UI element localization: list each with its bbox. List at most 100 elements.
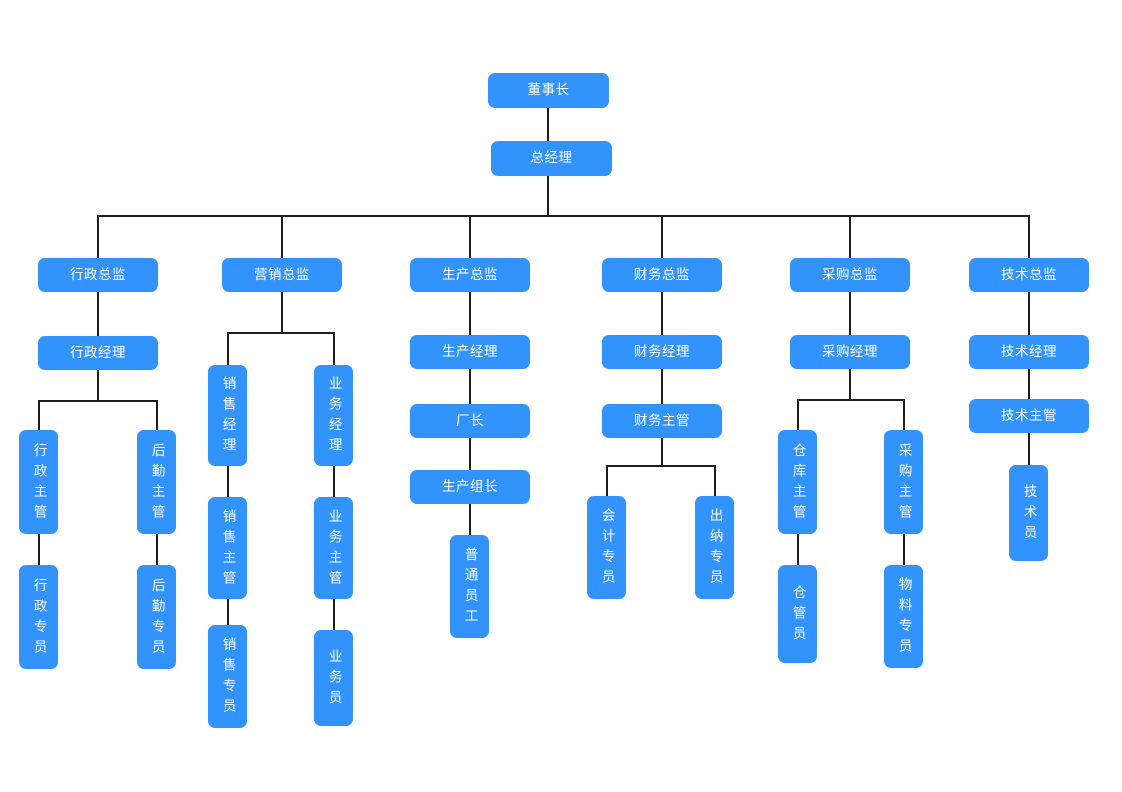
node-label: 财务经理	[634, 343, 690, 360]
edge-bus-admin	[97, 215, 99, 259]
node-finance-manager[interactable]: 财务经理	[602, 335, 722, 369]
node-label: 财务主管	[634, 412, 690, 429]
node-finance-director[interactable]: 财务总监	[602, 258, 722, 292]
edge-admin-bus-logsup	[156, 400, 158, 430]
node-label: 行政经理	[70, 344, 126, 361]
node-label: 采购经理	[822, 343, 878, 360]
node-label: 行政专员	[30, 577, 47, 660]
edge-whsup-whkeeper	[797, 533, 799, 566]
node-factory-head[interactable]: 厂长	[410, 404, 530, 438]
node-sales-specialist[interactable]: 销售专员	[208, 625, 247, 728]
node-production-team-leader[interactable]: 生产组长	[410, 470, 530, 504]
node-label: 生产总监	[442, 266, 498, 283]
node-cashier-specialist[interactable]: 出纳专员	[695, 496, 734, 599]
node-technician[interactable]: 技术员	[1009, 465, 1048, 561]
node-label: 业务主管	[325, 508, 342, 591]
edge-bus-tech	[1028, 215, 1030, 259]
node-label: 董事长	[527, 82, 570, 99]
node-logistics-specialist[interactable]: 后勤专员	[137, 565, 176, 669]
node-label: 销售主管	[219, 508, 236, 591]
node-sales-manager[interactable]: 销售经理	[208, 365, 247, 466]
edge-mkt-bus-sales	[227, 332, 229, 365]
node-marketing-director[interactable]: 营销总监	[222, 258, 342, 292]
node-admin-supervisor[interactable]: 行政主管	[19, 430, 58, 534]
edge-fin-mgr-sup	[661, 368, 663, 405]
node-sales-supervisor[interactable]: 销售主管	[208, 497, 247, 599]
edge-pur-dir-mgr	[849, 291, 851, 336]
node-label: 生产组长	[442, 478, 498, 495]
edge-logsup-logspec	[156, 533, 158, 566]
edge-tech-dir-mgr	[1028, 291, 1030, 336]
edge-finsup-bus	[661, 437, 663, 467]
node-tech-director[interactable]: 技术总监	[969, 258, 1089, 292]
node-label: 技术员	[1020, 483, 1037, 546]
node-label: 物料专员	[895, 577, 912, 659]
edge-bus-production	[469, 215, 471, 259]
edge-bus-marketing	[281, 215, 283, 259]
node-label: 行政主管	[30, 442, 47, 525]
node-warehouse-keeper[interactable]: 仓管员	[778, 565, 817, 663]
node-business-supervisor[interactable]: 业务主管	[314, 497, 353, 599]
node-admin-director[interactable]: 行政总监	[38, 258, 158, 292]
edge-adminsup-adminspec	[38, 533, 40, 566]
node-label: 出纳专员	[706, 508, 723, 590]
edge-prod-dir-mgr	[469, 291, 471, 336]
node-label: 财务总监	[634, 266, 690, 283]
edge-mkt-dir-bus	[281, 291, 283, 334]
node-purchasing-director[interactable]: 采购总监	[790, 258, 910, 292]
edge-mkt-bus	[227, 332, 335, 334]
edge-gm-bus	[547, 175, 549, 216]
edge-pur-bus-pursup	[903, 399, 905, 430]
node-production-manager[interactable]: 生产经理	[410, 335, 530, 369]
edge-bizsup-bizstaff	[333, 598, 335, 631]
node-label: 技术总监	[1001, 266, 1057, 283]
node-material-specialist[interactable]: 物料专员	[884, 565, 923, 668]
node-label: 生产经理	[442, 343, 498, 360]
node-label: 会计专员	[598, 508, 615, 590]
node-purchasing-supervisor[interactable]: 采购主管	[884, 430, 923, 534]
node-label: 销售经理	[219, 376, 236, 458]
edge-fin-bus	[606, 465, 716, 467]
edge-fin-bus-acct	[606, 465, 608, 496]
node-production-director[interactable]: 生产总监	[410, 258, 530, 292]
edge-salessup-salesspec	[227, 598, 229, 626]
node-label: 业务员	[325, 648, 342, 711]
node-tech-supervisor[interactable]: 技术主管	[969, 399, 1089, 433]
node-label: 后勤专员	[148, 577, 165, 660]
node-accounting-specialist[interactable]: 会计专员	[587, 496, 626, 599]
node-label: 行政总监	[70, 266, 126, 283]
edge-prod-mgr-factory	[469, 368, 471, 405]
node-label: 营销总监	[254, 266, 310, 283]
edge-factory-teamleader	[469, 437, 471, 471]
edge-pur-bus-wh	[797, 399, 799, 430]
node-label: 技术经理	[1001, 343, 1057, 360]
edge-pur-bus	[797, 399, 905, 401]
edge-salesmgr-salessup	[227, 465, 229, 498]
node-label: 业务经理	[325, 376, 342, 458]
edge-bus-finance	[661, 215, 663, 259]
edge-teamleader-employee	[469, 503, 471, 536]
edge-fin-bus-cashier	[714, 465, 716, 496]
node-finance-supervisor[interactable]: 财务主管	[602, 404, 722, 438]
node-label: 总经理	[530, 150, 573, 167]
node-label: 后勤主管	[148, 442, 165, 525]
node-general-manager[interactable]: 总经理	[491, 141, 612, 176]
node-admin-manager[interactable]: 行政经理	[38, 336, 158, 370]
node-logistics-supervisor[interactable]: 后勤主管	[137, 430, 176, 534]
node-chairman[interactable]: 董事长	[488, 73, 609, 108]
edge-admin-bus	[38, 400, 158, 402]
node-warehouse-supervisor[interactable]: 仓库主管	[778, 430, 817, 534]
node-label: 厂长	[456, 412, 484, 429]
node-label: 采购总监	[822, 266, 878, 283]
node-ordinary-employee[interactable]: 普通员工	[450, 535, 489, 638]
node-business-staff[interactable]: 业务员	[314, 630, 353, 726]
edge-tech-mgr-sup	[1028, 368, 1030, 400]
edge-admin-dir-mgr	[97, 291, 99, 337]
node-business-manager[interactable]: 业务经理	[314, 365, 353, 466]
edge-bizmgr-bizsup	[333, 465, 335, 498]
node-admin-specialist[interactable]: 行政专员	[19, 565, 58, 669]
node-tech-manager[interactable]: 技术经理	[969, 335, 1089, 369]
node-purchasing-manager[interactable]: 采购经理	[790, 335, 910, 369]
edge-pur-mgr-bus	[849, 368, 851, 401]
